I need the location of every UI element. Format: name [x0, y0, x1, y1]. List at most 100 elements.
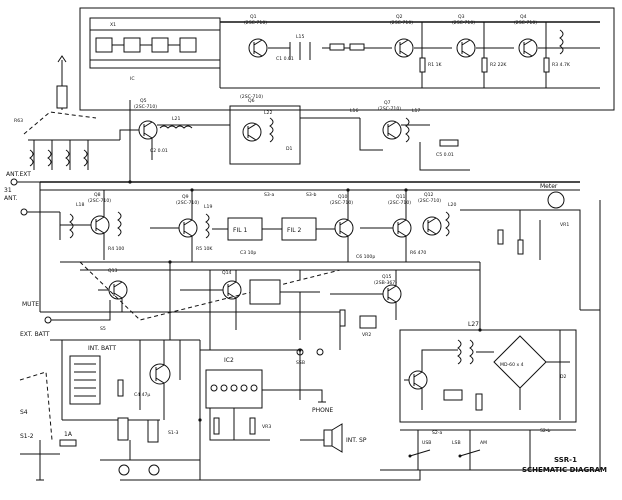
- filter1-label: FIL 1: [233, 227, 247, 234]
- q10-ref: Q10: [338, 194, 348, 200]
- q1-type: (2SC-710): [244, 20, 267, 26]
- q9-ref: Q9: [182, 194, 189, 200]
- q15-type: (2SB-367): [374, 280, 397, 286]
- q10-type: (2SC-710): [330, 200, 353, 206]
- int-sp-label: INT. SP: [346, 437, 367, 444]
- fuse-label: 1A: [64, 431, 73, 438]
- meter-label: Meter: [540, 183, 558, 190]
- r3-label: R3 4.7K: [552, 62, 571, 68]
- mute-label: MUTE: [22, 301, 39, 308]
- mode-switch-section: S2-a S2-b USB LSB AM: [380, 200, 601, 471]
- q8-transistor: Q8 (2SC-710): [88, 192, 111, 235]
- q13-ref: Q13: [108, 268, 118, 274]
- antenna-section: R63 ANT.EXT 31 ANT. Q5 (2SC-710) Q6 (2SC…: [4, 55, 470, 216]
- q7-transistor: Q7 (2SC-710): [378, 100, 402, 140]
- q6-transistor: Q6 (2SC-710): [240, 94, 263, 142]
- model-title: SSR-1: [554, 456, 577, 464]
- q6-type: (2SC-710): [240, 94, 263, 100]
- r63-label: R63: [14, 118, 23, 124]
- q3-ref: Q3: [458, 14, 465, 20]
- q15-ref: Q15: [382, 274, 392, 280]
- filter2-label: FIL 2: [287, 227, 301, 234]
- lo-section: IC X1 Q1 (2SC-710) Q2 (2SC-710) Q3 (2SC-…: [79, 7, 615, 111]
- interconnects: [40, 100, 600, 481]
- q11-transistor: Q11 (2SC-710): [388, 194, 412, 238]
- q3-transistor: Q3 (2SC-710): [452, 14, 476, 58]
- l17-label: L17: [412, 108, 420, 114]
- q9-transistor: Q9 (2SC-710): [176, 194, 199, 238]
- mute-terminal: MUTE: [22, 300, 111, 324]
- l22-label: L22: [264, 110, 272, 116]
- q14-transistor: Q14: [222, 270, 242, 300]
- q3-type: (2SC-710): [452, 20, 475, 26]
- power-section: EXT. BATT INT. BATT S5 S4 S1-2 1A S1-3: [19, 326, 220, 481]
- d2-label: D2: [560, 374, 567, 380]
- s4-label: S4: [20, 409, 28, 416]
- c4-label: C4 47µ: [134, 392, 150, 398]
- c1-label: C1 0.01: [276, 56, 294, 62]
- q9-type: (2SC-710): [176, 200, 199, 206]
- input-31-label: 31: [4, 187, 12, 194]
- q12-type: (2SC-710): [418, 198, 441, 204]
- r5-label: R5 10K: [196, 246, 213, 252]
- ext-batt-label: EXT. BATT: [20, 331, 50, 338]
- q7-ref: Q7: [384, 100, 391, 106]
- title-block: SSR-1 SCHEMATIC DIAGRAM: [522, 456, 607, 474]
- int-batt-label: INT. BATT: [88, 345, 116, 352]
- s3b-label: S3-b: [306, 192, 316, 198]
- q2-ref: Q2: [396, 14, 403, 20]
- q13-transistor: Q13: [108, 268, 128, 300]
- q5-ref: Q5: [140, 98, 147, 104]
- l19-label: L19: [204, 204, 212, 210]
- q12-transistor: Q12 (2SC-710): [418, 192, 442, 236]
- ant-ext-label: ANT.EXT: [6, 171, 31, 178]
- vr2-label: VR2: [362, 332, 371, 338]
- l18-label: L18: [76, 202, 84, 208]
- d1-label: D1: [286, 146, 293, 152]
- transformer-label: L27: [468, 321, 479, 328]
- q1-ref: Q1: [250, 14, 257, 20]
- s2b-label: S2-b: [540, 428, 550, 434]
- detector-section: L27 MD-60 x 4 D2: [399, 321, 577, 423]
- c6-label: C6 100p: [356, 254, 375, 260]
- vr3-label: VR3: [262, 424, 271, 430]
- vr1-label: VR1: [560, 222, 569, 228]
- schematic-subtitle: SCHEMATIC DIAGRAM: [522, 466, 607, 474]
- q12-ref: Q12: [424, 192, 434, 198]
- meter-symbol: [547, 191, 565, 209]
- component-labels: C1 0.01 C2 0.01 C3 10p C4 47µ C5 0.01 C6…: [108, 56, 571, 398]
- s5-label: S5: [100, 326, 106, 332]
- q14-ref: Q14: [222, 270, 232, 276]
- r6-label: R6 470: [410, 250, 426, 256]
- l20-label: L20: [448, 202, 456, 208]
- am-label: AM: [480, 440, 487, 446]
- audio-section: IC2 VR3 PHONE INT. SP: [200, 349, 367, 453]
- q8-type: (2SC-710): [88, 198, 111, 204]
- q6-ref: Q6: [248, 98, 255, 104]
- r1-label: R1 1K: [428, 62, 442, 68]
- r4-label: R4 100: [108, 246, 124, 252]
- q11-type: (2SC-710): [388, 200, 411, 206]
- q2-transistor: Q2 (2SC-710): [390, 14, 414, 58]
- bridge-label: MD-60 x 4: [500, 362, 524, 368]
- phone-label: PHONE: [312, 407, 333, 414]
- s2a-label: S2-a: [432, 430, 442, 436]
- s3a-label: S3-a: [264, 192, 274, 198]
- q1-transistor: Q1 (2SC-710): [244, 14, 268, 58]
- q4-transistor: Q4 (2SC-710): [514, 14, 538, 58]
- crystal-label: X1: [110, 22, 116, 28]
- usb-label: USB: [422, 440, 431, 446]
- s1-2-label: S1-2: [20, 433, 34, 440]
- q4-ref: Q4: [520, 14, 527, 20]
- ic2-label: IC2: [224, 357, 234, 364]
- q5-transistor: Q5 (2SC-710): [134, 98, 158, 140]
- l16-label: L16: [350, 108, 358, 114]
- q2-type: (2SC-710): [390, 20, 413, 26]
- lsb-label: LSB: [452, 440, 461, 446]
- q5-type: (2SC-710): [134, 104, 157, 110]
- c2-label: C2 0.01: [150, 148, 168, 154]
- input-ant-label: ANT.: [4, 195, 18, 202]
- q7-type: (2SC-710): [378, 106, 401, 112]
- q11-ref: Q11: [396, 194, 406, 200]
